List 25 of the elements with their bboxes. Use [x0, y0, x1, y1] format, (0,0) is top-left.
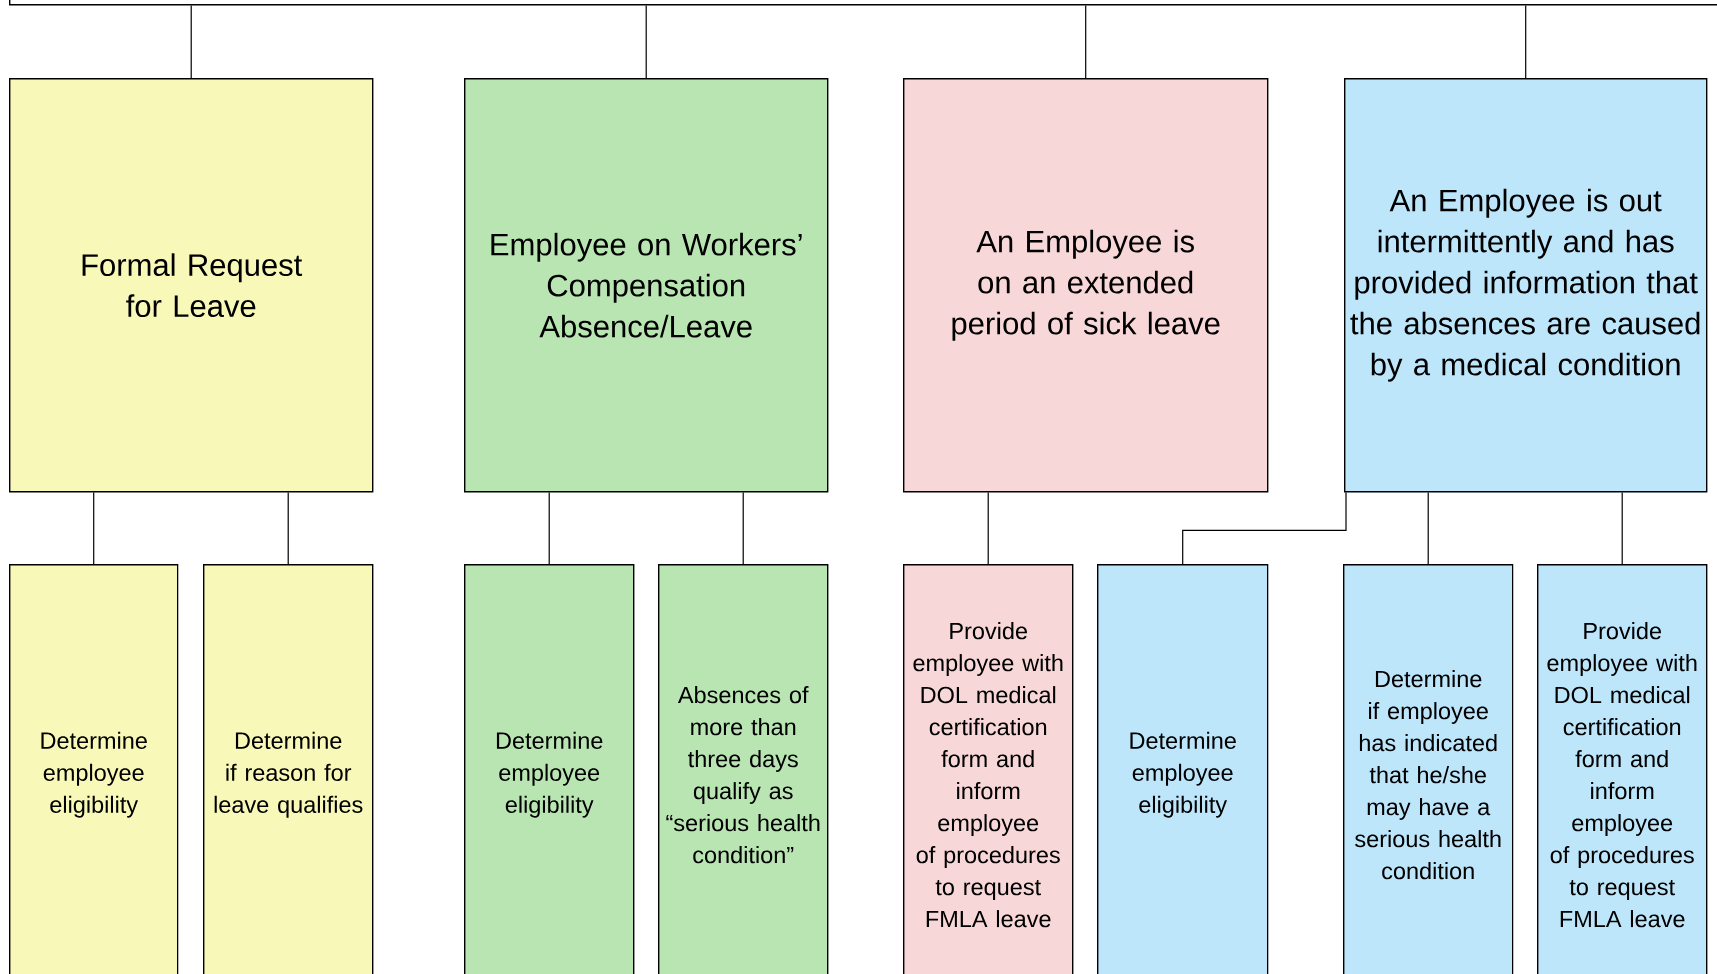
task-box: Provide employee with DOL medical certification form and inform employee of procedures to request FMLA leave [1537, 564, 1708, 974]
box [9, 0, 1717, 6]
task-box: Provide employee with DOL medical certification form and inform employee of procedures to request FMLA leave [903, 564, 1074, 974]
connector-line [1621, 491, 1623, 565]
connector-line [1427, 491, 1429, 565]
task-box: Determine if reason for leave qualifies [203, 564, 374, 974]
connector-line [1182, 491, 1347, 565]
level-box: Employee on Workers’ Compensation Absence/Leave [464, 78, 829, 493]
task-box: Determine if employee has indicated that he/she may have a serious health condition [1343, 564, 1514, 974]
connector-line [190, 4, 192, 79]
connector-line [742, 491, 744, 565]
connector-line [987, 491, 989, 565]
task-box: Determine employee eligibility [9, 564, 179, 974]
level-box: An Employee is on an extended period of sick leave [903, 78, 1269, 493]
task-box: Determine employee eligibility [464, 564, 635, 974]
level-box: An Employee is out intermittently and has provided information that the absences are caused by a medical condition [1344, 78, 1708, 493]
level-box: Formal Request for Leave [9, 78, 374, 493]
connector-line [93, 491, 95, 565]
connector-line [548, 491, 550, 565]
connector-line [1525, 4, 1527, 79]
task-box: Absences of more than three days qualify as “serious health condition” [658, 564, 829, 974]
connector-line [1085, 4, 1087, 79]
task-box: Determine employee eligibility [1097, 564, 1269, 974]
connector-line [645, 4, 647, 79]
connector-line [287, 491, 289, 565]
